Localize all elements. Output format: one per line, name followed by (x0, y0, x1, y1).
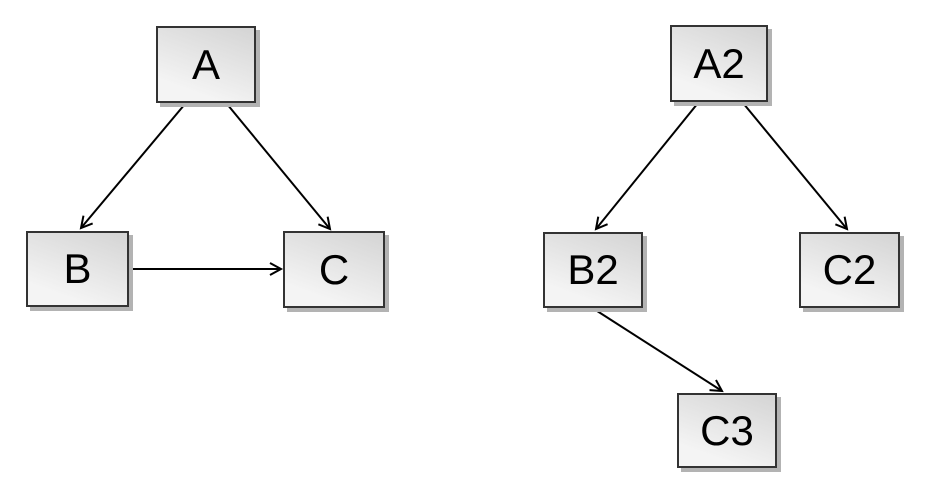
edge-B2-C3 (593, 308, 724, 393)
node-C2-label: C2 (822, 246, 877, 293)
node-C3-label: C3 (700, 406, 754, 454)
node-C3: C3 (677, 393, 777, 468)
node-B2-label: B2 (567, 246, 619, 293)
node-B: B (26, 231, 129, 307)
edge-A2-C2 (742, 102, 849, 231)
edge-A2-B2 (594, 102, 699, 231)
node-A2-label: A2 (693, 39, 745, 87)
node-B2: B2 (543, 232, 643, 308)
edge-A-C (226, 103, 332, 231)
edge-A-B (79, 103, 186, 230)
node-A2: A2 (670, 25, 768, 102)
node-C-label: C (318, 245, 350, 293)
node-C: C (283, 231, 385, 308)
node-C2: C2 (799, 232, 900, 308)
node-B-label: B (63, 245, 92, 292)
node-A: A (156, 26, 256, 103)
node-A-label: A (191, 40, 220, 88)
